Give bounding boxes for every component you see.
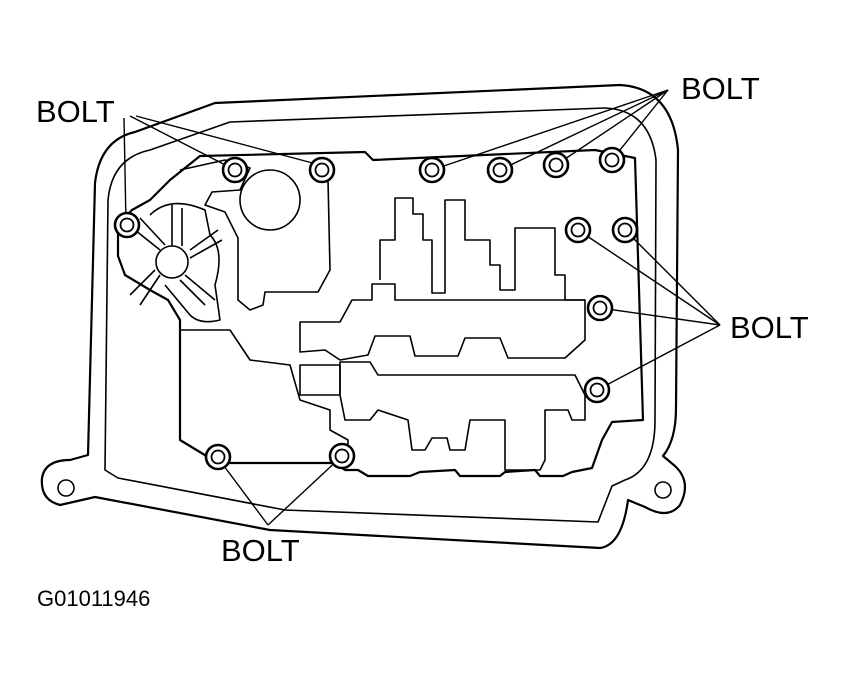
- bolt-right-2: [611, 216, 639, 244]
- bolt-top-6: [598, 146, 626, 174]
- right-mount-hole: [654, 481, 672, 499]
- bolt-left-1: [113, 211, 141, 239]
- bolt-label-top-left: BOLT: [36, 94, 115, 129]
- lower-spool-block: [339, 361, 586, 471]
- bolt-top-5: [542, 151, 570, 179]
- leaders-top-right: [431, 89, 669, 171]
- pan-inner-outline: [104, 107, 657, 523]
- bolt-right-3: [586, 294, 614, 322]
- upper-spool-block: [379, 197, 585, 301]
- bolt-top-3: [418, 156, 446, 184]
- bolt-bottom-1: [204, 443, 232, 471]
- valve-body-plate: [116, 148, 645, 478]
- mid-spool-block: [299, 283, 586, 361]
- leaders-bottom: [217, 455, 343, 526]
- left-mount-hole: [57, 479, 75, 497]
- bolt-label-top-right: BOLT: [681, 71, 760, 106]
- bolt-right-4: [583, 376, 611, 404]
- lower-left-detail: [180, 329, 349, 463]
- bolt-label-bottom: BOLT: [221, 533, 300, 568]
- leaders-top-left: [123, 115, 321, 225]
- bolt-bottom-2: [328, 442, 356, 470]
- left-mid-detail: [299, 364, 341, 396]
- bolt-right-1: [564, 216, 592, 244]
- leaders-right: [577, 229, 721, 391]
- accumulator-piston: [239, 169, 301, 231]
- spoke-cluster: [129, 202, 223, 323]
- figure-id: G01011946: [37, 586, 151, 611]
- pan-outer-outline: [40, 83, 687, 550]
- upper-left-detail: [179, 159, 331, 311]
- bolt-top-1: [221, 156, 249, 184]
- bolt-top-2: [308, 156, 336, 184]
- bolt-top-4: [486, 156, 514, 184]
- bolt-label-right: BOLT: [730, 310, 809, 345]
